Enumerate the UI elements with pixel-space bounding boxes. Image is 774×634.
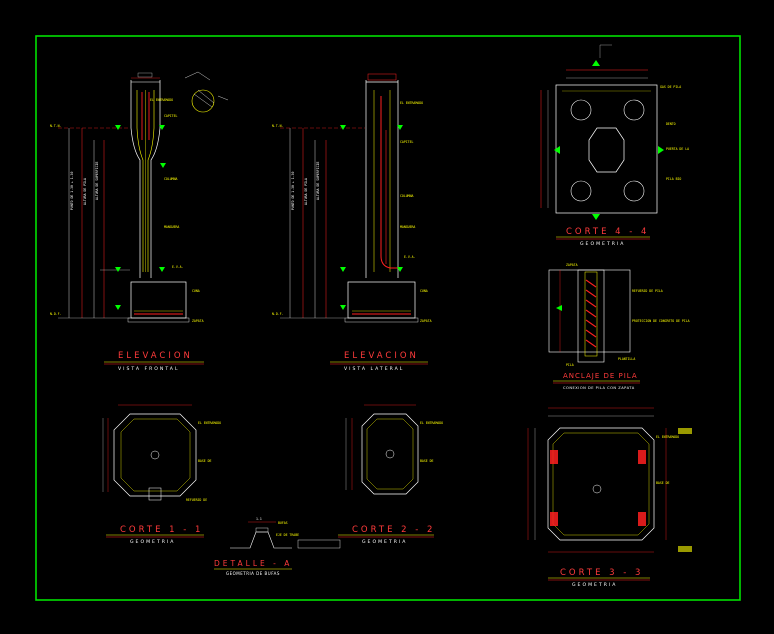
section-3-3: EL ENTRAMADO BASE DE CORTE 3 - 3 GEOMETR… (527, 407, 692, 588)
svg-text:BASE DE: BASE DE (656, 481, 670, 485)
svg-text:ALTURA DE SUPERFICIE: ALTURA DE SUPERFICIE (316, 162, 320, 200)
svg-text:E.V.A.: E.V.A. (404, 255, 416, 259)
anclaje-proteccion: PROTECCION DE CONCRETO DE PILA (632, 319, 690, 323)
svg-text:ZAPATA: ZAPATA (192, 319, 204, 323)
corte22-subtitle: GEOMETRIA (362, 539, 407, 545)
anclaje-subtitle: CONEXION DE PILA CON ZAPATA (563, 386, 635, 390)
svg-text:E.V.A.: E.V.A. (172, 265, 184, 269)
svg-text:EL ENTRAMADO: EL ENTRAMADO (150, 98, 173, 102)
svg-text:ZAPATA: ZAPATA (420, 319, 432, 323)
anclaje-pila: PILA (566, 363, 574, 367)
svg-text:N.T.N.: N.T.N. (50, 124, 62, 128)
anclaje-title: ANCLAJE DE PILA (563, 372, 638, 380)
svg-text:BUFAS: BUFAS (278, 521, 288, 525)
column-outline-front (130, 80, 161, 278)
pile-anchorage-detail: ZAPATA REFUERZO DE PILA PROTECCION DE CO… (548, 263, 690, 390)
elevation-front-view: PUNTO DE 1.30 + 1.30 ALTURA DE PILA ALTU… (50, 71, 229, 372)
svg-text:BASE DE: BASE DE (420, 459, 434, 463)
svg-text:COLUMNA: COLUMNA (400, 194, 414, 198)
svg-text:CAPITEL: CAPITEL (164, 114, 178, 118)
corte33-title: CORTE 3 - 3 (560, 568, 643, 578)
detalle-a-subtitle: GEOMETRIA DE BUFAS (226, 571, 280, 576)
svg-text:COLUMNA: COLUMNA (164, 177, 178, 181)
svg-text:MANGUERA: MANGUERA (400, 225, 415, 229)
svg-text:ALTURA DE PILA: ALTURA DE PILA (304, 178, 308, 205)
svg-text:MANGUERA: MANGUERA (164, 225, 179, 229)
detalle-a-title: DETALLE - A (214, 559, 292, 568)
svg-text:GAS DE PILA: GAS DE PILA (660, 85, 681, 89)
svg-text:PUERTA DE LA: PUERTA DE LA (666, 147, 689, 151)
corte33-subtitle: GEOMETRIA (572, 582, 617, 588)
corte11-title: CORTE 1 - 1 (120, 525, 203, 535)
svg-text:CUNA: CUNA (420, 289, 428, 293)
corte11-subtitle: GEOMETRIA (130, 539, 175, 545)
anclaje-zapata: ZAPATA (566, 263, 578, 267)
elev-front-subtitle: VISTA FRONTAL (118, 366, 180, 372)
svg-text:PILA BIO: PILA BIO (666, 177, 681, 181)
svg-text:EL ENTRAMADO: EL ENTRAMADO (656, 435, 679, 439)
svg-text:PUNTO DE 1.30 + 1.30: PUNTO DE 1.30 + 1.30 (70, 172, 74, 210)
svg-text:EJE DE TRABE: EJE DE TRABE (276, 533, 299, 537)
section-2-2: EL ENTRAMADO BASE DE CORTE 2 - 2 GEOMETR… (338, 404, 443, 545)
elevation-side-view: PUNTO DE 1.30 + 1.30 ALTURA DE PILA ALTU… (272, 73, 432, 372)
svg-text:DENTO: DENTO (666, 122, 676, 126)
elev-front-title: ELEVACION (118, 351, 193, 361)
corte44-subtitle: GEOMETRIA (580, 241, 625, 247)
corte44-title: CORTE 4 - 4 (566, 227, 649, 237)
svg-text:CUNA: CUNA (192, 289, 200, 293)
svg-text:N.D.F.: N.D.F. (50, 312, 62, 316)
svg-text:PUNTO DE 1.30 + 1.30: PUNTO DE 1.30 + 1.30 (291, 172, 295, 210)
detail-a: 1.1 BUFAS EJE DE TRABE DETALLE - A GEOME… (214, 517, 341, 576)
section-1-1: EL ENTRAMADO BASE DE REFUERZO DE CORTE 1… (102, 404, 221, 545)
elev-side-title: ELEVACION (344, 351, 419, 361)
detalle-a-dim: 1.1 (256, 517, 262, 521)
footing-front (130, 281, 187, 319)
anclaje-refuerzo: REFUERZO DE PILA (632, 289, 663, 293)
svg-text:ALTURA DE SUPERFICIE: ALTURA DE SUPERFICIE (95, 162, 99, 200)
section-4-4: GAS DE PILA DENTO PUERTA DE LA PILA BIO … (540, 44, 689, 247)
svg-text:EL ENTRAMADO: EL ENTRAMADO (198, 421, 221, 425)
svg-text:EL ENTRAMADO: EL ENTRAMADO (420, 421, 443, 425)
svg-text:N.T.N.: N.T.N. (272, 124, 284, 128)
anclaje-plantilla: PLANTILLA (618, 357, 635, 361)
sheet-border (35, 35, 741, 601)
svg-text:CAPITEL: CAPITEL (400, 140, 414, 144)
svg-text:BASE DE: BASE DE (198, 459, 212, 463)
svg-text:N.D.F.: N.D.F. (272, 312, 284, 316)
elev-side-subtitle: VISTA LATERAL (344, 366, 404, 372)
corte22-title: CORTE 2 - 2 (352, 525, 435, 535)
svg-text:ALTURA DE PILA: ALTURA DE PILA (83, 178, 87, 205)
svg-text:EL ENTRAMADO: EL ENTRAMADO (400, 101, 423, 105)
svg-text:REFUERZO DE: REFUERZO DE (186, 498, 207, 502)
